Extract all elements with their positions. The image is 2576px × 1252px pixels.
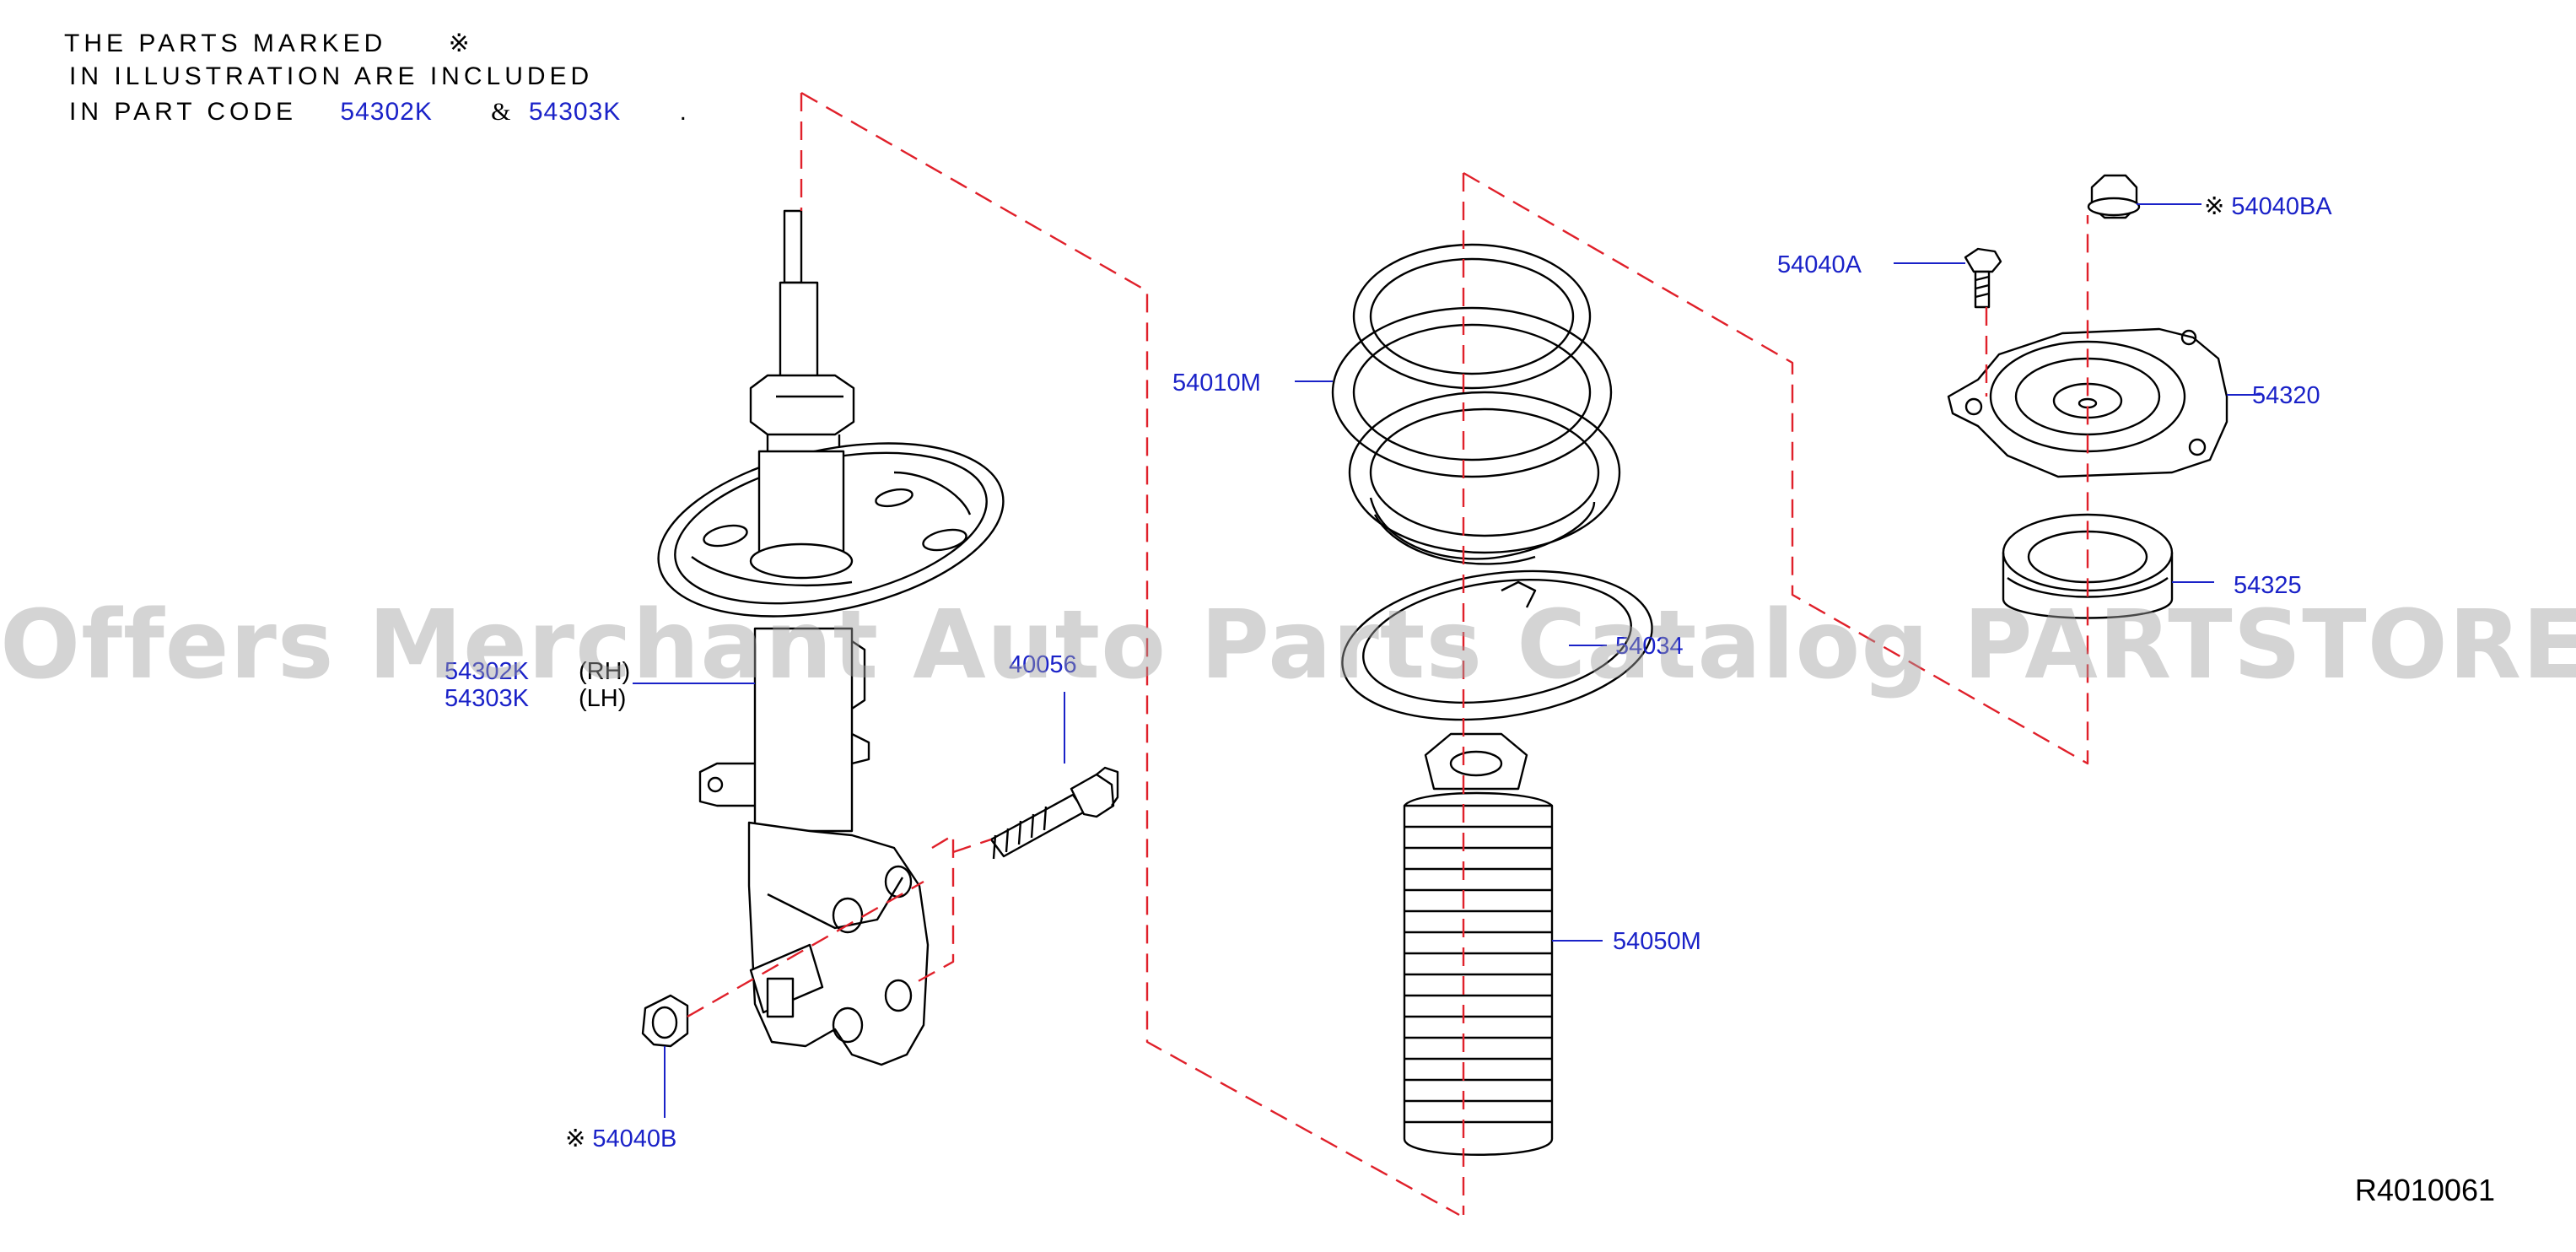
note-line-3: IN PART CODE 54302K & 54303K . — [69, 98, 691, 127]
label-strut-lh-side: (LH) — [579, 685, 627, 712]
strut-mount-drawing[interactable] — [1947, 327, 2228, 478]
label-strut-lh[interactable]: 54303K — [445, 685, 529, 712]
lower-nut-mark: ※ — [565, 1125, 586, 1152]
label-spring-seat[interactable]: 54034 — [1615, 633, 1684, 660]
label-strut-rh-side: (RH) — [579, 658, 631, 685]
dust-boot-drawing[interactable] — [1403, 732, 1554, 1156]
label-coil-spring[interactable]: 54010M — [1172, 370, 1261, 397]
top-nut-code: 54040BA — [2231, 193, 2332, 220]
bolt-drawing[interactable] — [989, 766, 1119, 860]
label-strut-rh[interactable]: 54302K — [445, 658, 529, 685]
leader-lines — [633, 203, 2261, 1118]
lower-nut-code: 54040B — [592, 1125, 677, 1152]
note-code-lh[interactable]: 54303K — [528, 98, 622, 126]
top-nut-drawing[interactable] — [2087, 174, 2141, 219]
note-mark-symbol: ※ — [448, 30, 474, 57]
note-period: . — [679, 98, 691, 126]
note-line-2: IN ILLUSTRATION ARE INCLUDED — [69, 62, 593, 91]
dashed-guides — [687, 91, 2089, 1217]
label-bolt[interactable]: 40056 — [1009, 651, 1077, 678]
label-top-nut[interactable]: ※54040BA — [2204, 192, 2332, 221]
note-ampersand: & — [491, 98, 511, 126]
label-dust-boot[interactable]: 54050M — [1613, 928, 1701, 955]
spring-seat-drawing[interactable] — [1333, 553, 1662, 738]
label-top-bolt[interactable]: 54040A — [1777, 251, 1862, 278]
label-bearing[interactable]: 54325 — [2234, 572, 2302, 599]
note-line-3-prefix: IN PART CODE — [69, 98, 298, 126]
strut-assembly-drawing[interactable] — [643, 209, 1019, 1066]
note-line-1-text: THE PARTS MARKED — [64, 30, 387, 57]
note-line-1: THE PARTS MARKED ※ — [64, 29, 474, 58]
coil-spring-drawing[interactable] — [1331, 243, 1621, 565]
diagram-reference-code: R4010061 — [2354, 1173, 2495, 1207]
note-line-2-text: IN ILLUSTRATION ARE INCLUDED — [69, 62, 594, 90]
label-lower-nut[interactable]: ※54040B — [565, 1124, 676, 1153]
top-bolt-drawing[interactable] — [1964, 247, 2002, 309]
lower-nut-drawing[interactable] — [641, 994, 689, 1048]
note-code-rh[interactable]: 54302K — [340, 98, 433, 126]
top-nut-mark: ※ — [2204, 193, 2225, 220]
label-strut-mount[interactable]: 54320 — [2252, 382, 2320, 409]
